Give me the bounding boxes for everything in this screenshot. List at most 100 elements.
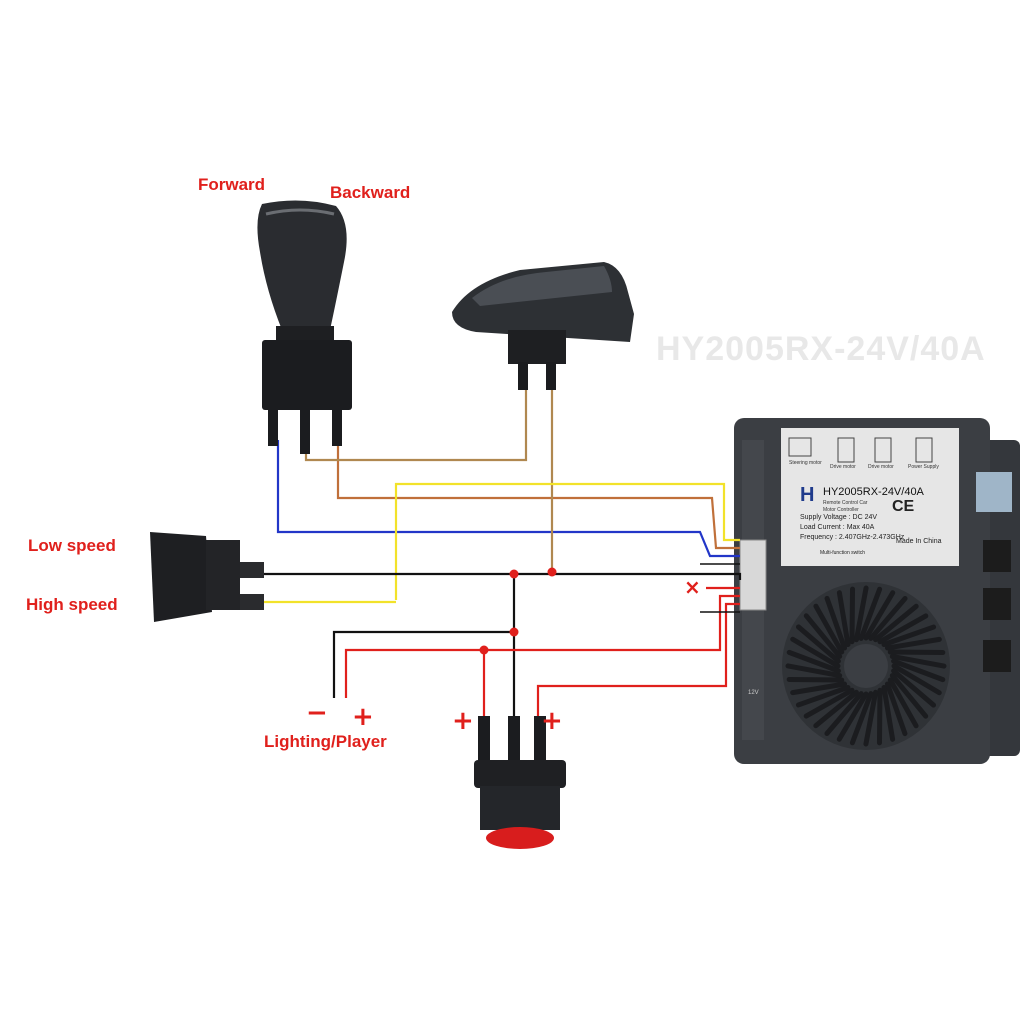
lighting-plus-sign: + <box>352 702 374 732</box>
fan-slot <box>824 691 864 737</box>
controller-subtitle-1: Remote Control Car <box>823 500 868 506</box>
junction-dot <box>479 645 489 655</box>
label-backward: Backward <box>330 183 411 202</box>
pedal-pin <box>546 362 556 390</box>
fan-slot <box>790 681 848 696</box>
ce-mark: CE <box>892 498 915 515</box>
junction-dot <box>509 569 519 579</box>
gear-collar <box>276 326 334 340</box>
fan-slot <box>853 585 869 643</box>
lighting-minus-sign: − <box>306 698 328 728</box>
fan-slot <box>889 673 929 719</box>
button-ring <box>474 760 566 788</box>
wire-yellow-top <box>394 482 740 600</box>
gear-pin <box>300 404 310 454</box>
label-low-speed: Low speed <box>28 536 116 555</box>
icon-label-drive-1: Drive motor <box>830 464 856 470</box>
fan-slot <box>863 689 879 747</box>
fan-slot <box>891 668 937 708</box>
fan-slot <box>891 663 942 696</box>
fan-slot <box>881 684 896 742</box>
wire-red-lighting <box>344 594 740 698</box>
fan-slot <box>790 636 841 669</box>
fan-slot <box>849 586 856 645</box>
button-plus-sign-right: + <box>541 706 563 736</box>
rocker-terminal <box>240 562 264 578</box>
button-pin <box>534 716 546 762</box>
fan-slot <box>884 636 942 651</box>
fan-slot <box>803 687 855 719</box>
junction-dot <box>547 567 557 577</box>
controller-side-label: 12V <box>748 690 759 696</box>
steering-motor-icon <box>788 437 812 457</box>
rocker-body <box>206 540 240 610</box>
gear-shifter <box>257 200 352 454</box>
controller-box <box>734 418 1020 764</box>
rocker-switch <box>150 532 264 622</box>
fan-slot <box>824 595 848 651</box>
fan-slot <box>795 684 851 708</box>
fan-slot <box>803 613 843 659</box>
fan-slot <box>889 653 947 669</box>
motor-icon-group <box>788 437 933 463</box>
fan-slot <box>884 681 908 737</box>
gear-knob-highlight <box>265 208 335 216</box>
label-forward: Forward <box>198 175 266 194</box>
icon-label-steering: Steering motor <box>789 460 822 466</box>
icon-label-power: Power Supply <box>908 464 939 470</box>
controller-connector <box>739 539 767 611</box>
watermark-text: HY2005RX-24V/40A <box>656 330 986 368</box>
controller-wire-ticks <box>700 563 740 613</box>
icon-label-drive-2: Drive motor <box>868 464 894 470</box>
wire-black-main <box>262 572 742 580</box>
unused-wire-cross: × <box>684 575 701 599</box>
fan-slot <box>813 689 859 729</box>
fan-slot <box>887 677 919 729</box>
rocker-paddle <box>150 532 212 622</box>
wire-red-button-right <box>536 602 740 718</box>
label-lighting-player: Lighting/Player <box>264 732 387 751</box>
fan-slot <box>863 590 896 641</box>
controller-multi-function: Multi-function switch <box>820 550 866 556</box>
fan-slot <box>836 590 851 648</box>
gear-knob <box>257 200 347 330</box>
pedal-base <box>508 330 566 364</box>
wire-blue <box>276 440 740 558</box>
fan-slot <box>786 676 845 683</box>
drive-motor-icon-2 <box>874 437 892 463</box>
button-pin <box>478 716 490 762</box>
gear-switch-housing <box>262 340 352 410</box>
junction-dot <box>509 627 519 637</box>
fan-grille-icon <box>782 582 950 750</box>
fan-slot <box>795 624 841 664</box>
fan-slot <box>887 649 946 656</box>
wire-orange <box>336 440 740 550</box>
controller-made-in: Made In China <box>896 538 942 545</box>
fan-slot <box>881 624 937 648</box>
controller-model: HY2005RX-24V/40A <box>823 486 924 498</box>
controller-frequency: Frequency : 2.407GHz-2.473GHz <box>800 534 905 541</box>
side-port-3 <box>983 640 1011 672</box>
fan-slot <box>876 687 883 746</box>
fan-slot <box>849 691 874 746</box>
fan-slot <box>836 691 869 742</box>
button-housing <box>480 786 560 830</box>
fan-slot <box>813 603 845 655</box>
fan-slot <box>873 603 919 643</box>
push-button <box>474 716 566 849</box>
drive-motor-icon <box>837 437 855 463</box>
controller-subtitle-2: Motor Controller <box>823 507 859 513</box>
side-port-1 <box>983 540 1011 572</box>
pedal-pin <box>518 362 528 390</box>
pedal-grip <box>472 266 612 306</box>
side-module-card <box>976 472 1012 512</box>
wire-black-vertical <box>332 574 516 698</box>
fan-slot <box>785 663 843 679</box>
label-high-speed: High speed <box>26 595 118 614</box>
gear-pin <box>332 404 342 446</box>
fan-slot <box>868 595 908 641</box>
button-pin <box>508 716 520 762</box>
foot-pedal <box>452 262 634 390</box>
